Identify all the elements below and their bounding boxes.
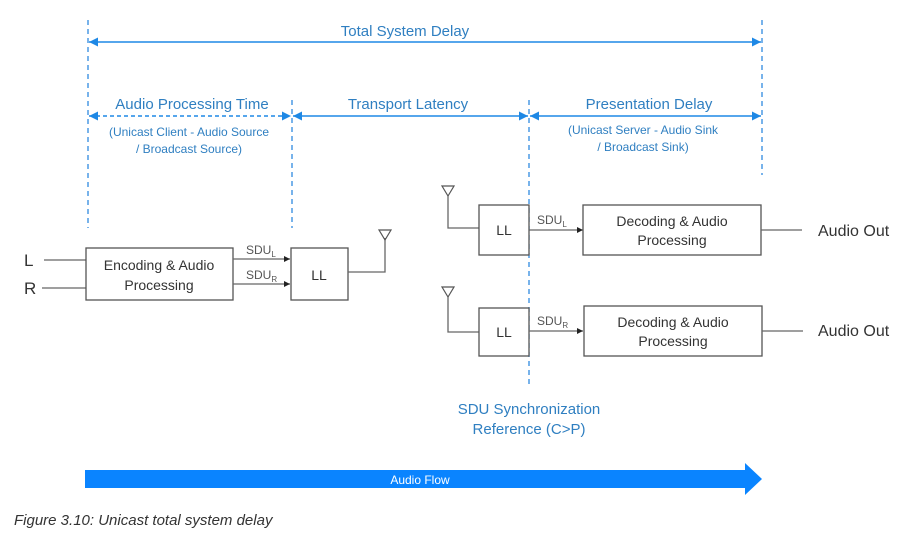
sink-left-antenna-icon [440, 185, 456, 198]
total-delay-label: Total System Delay [341, 23, 470, 40]
sink-right-decoder-box [583, 305, 763, 357]
encoder-box [85, 247, 234, 301]
presentation-subtitle-2: / Broadcast Sink) [597, 140, 688, 154]
audio-processing-time-label: Audio Processing Time [115, 96, 268, 113]
sink-left-audio-out-label: Audio Out [818, 223, 890, 240]
source-antenna-wire [348, 238, 386, 273]
sink-right-audio-out-label: Audio Out [818, 323, 890, 340]
sink-left-decoder-label-1: Decoding & Audio [616, 213, 728, 229]
sink-right-ll-box [478, 307, 530, 357]
presentation-subtitle-1: (Unicast Server - Audio Sink [568, 123, 719, 137]
source-antenna-icon [377, 229, 393, 242]
sdu-right-label-sink: SDUR [537, 314, 568, 330]
audio-processing-subtitle-2: / Broadcast Source) [136, 142, 242, 156]
sdu-left-label-sink: SDUL [537, 213, 567, 229]
sink-left-decoder-box [582, 204, 762, 256]
source-ll-label: LL [311, 267, 327, 283]
transport-latency-label: Transport Latency [348, 96, 469, 113]
source-ll-box [290, 247, 349, 301]
presentation-delay-label: Presentation Delay [586, 96, 713, 113]
input-left-label: L [24, 251, 33, 270]
encoder-label-2: Processing [124, 277, 193, 293]
input-right-label: R [24, 279, 36, 298]
sink-left-decoder-label-2: Processing [637, 232, 706, 248]
sync-reference-label-2: Reference (C>P) [473, 421, 586, 438]
sink-left-ll-label: LL [496, 222, 512, 238]
figure-caption: Figure 3.10: Unicast total system delay [14, 512, 273, 529]
sink-right-antenna-wire [447, 297, 479, 333]
sdu-left-label-source: SDUL [246, 243, 276, 259]
audio-flow-arrow [85, 463, 762, 495]
sink-right-decoder-label-2: Processing [638, 333, 707, 349]
sdu-right-label-source: SDUR [246, 268, 277, 284]
encoder-label-1: Encoding & Audio [104, 257, 215, 273]
audio-flow-label: Audio Flow [390, 473, 450, 487]
audio-processing-subtitle-1: (Unicast Client - Audio Source [109, 125, 269, 139]
sink-right-decoder-label-1: Decoding & Audio [617, 314, 729, 330]
sink-left-antenna-wire [447, 196, 479, 229]
sink-right-ll-label: LL [496, 324, 512, 340]
sync-reference-label-1: SDU Synchronization [458, 401, 601, 418]
sink-right-antenna-icon [440, 286, 456, 299]
